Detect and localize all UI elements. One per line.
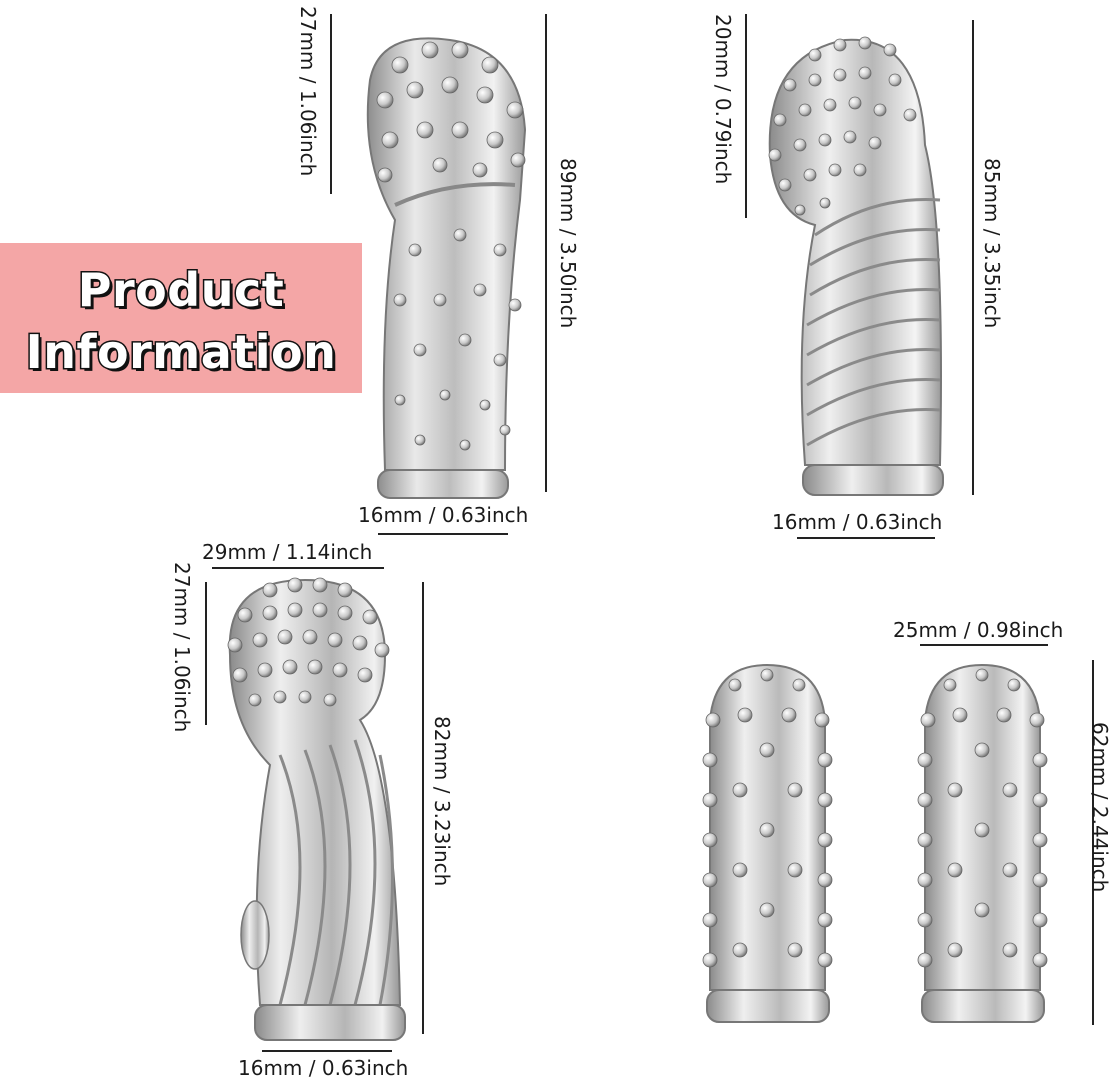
product-1-total-length: 89mm / 3.50inch (556, 158, 580, 329)
product-2-total-length: 85mm / 3.35inch (980, 158, 1004, 329)
product-3-total-length: 82mm / 3.23inch (430, 716, 454, 887)
product-3-base-width: 16mm / 0.63inch (238, 1056, 409, 1080)
product-4-total-length: 62mm / 2.44inch (1088, 722, 1112, 893)
product-1-image (366, 37, 527, 499)
product-2-image (768, 36, 944, 496)
banner-title-line1: Product (76, 262, 285, 319)
product-2-tip-height: 20mm / 0.79inch (711, 14, 735, 185)
product-3-head-width: 29mm / 1.14inch (202, 540, 373, 564)
product-4-left-image (702, 663, 833, 1023)
product-1-tip-height: 27mm / 1.06inch (296, 6, 320, 177)
product-4-width: 25mm / 0.98inch (893, 618, 1064, 642)
product-3-tip-height: 27mm / 1.06inch (170, 562, 194, 733)
product-2-base-width: 16mm / 0.63inch (772, 510, 943, 534)
product-3-image (227, 577, 406, 1041)
product-information-banner: Product Information (0, 243, 362, 393)
banner-title-line2: Information (24, 324, 337, 381)
product-1-base-width: 16mm / 0.63inch (358, 503, 529, 527)
product-4-right-image (917, 663, 1048, 1023)
